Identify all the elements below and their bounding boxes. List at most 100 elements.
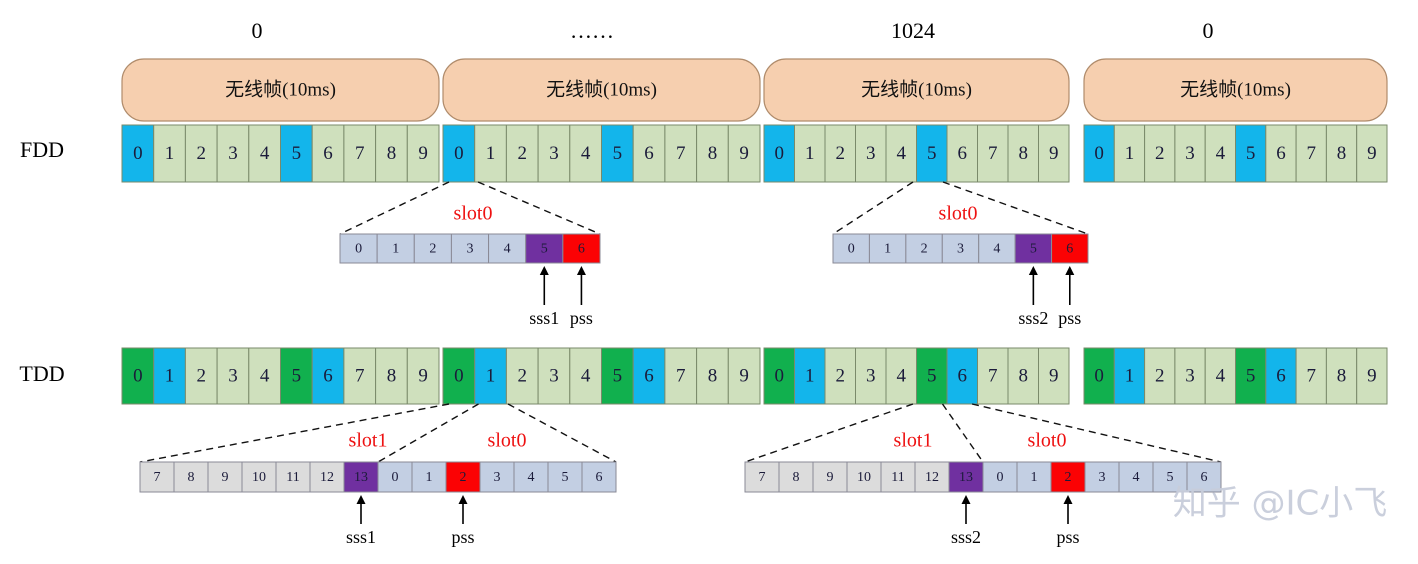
tdd-subframe-cell[interactable] <box>916 347 948 405</box>
fdd-detail-left-symbol-cell[interactable] <box>450 233 490 264</box>
tdd-detail-right-symbol-cell[interactable] <box>1118 461 1154 493</box>
tdd-detail-left-symbol-cell[interactable] <box>445 461 481 493</box>
tdd-detail-right-symbol-cell[interactable] <box>1186 461 1222 493</box>
tdd-subframe-cell[interactable] <box>763 347 795 405</box>
fdd-subframe-cell[interactable] <box>311 124 345 183</box>
fdd-detail-right-symbol-cell[interactable] <box>868 233 907 264</box>
fdd-subframe-cell[interactable] <box>855 124 887 183</box>
tdd-detail-left-symbol-cell[interactable] <box>343 461 379 493</box>
tdd-detail-right-symbol-cell[interactable] <box>982 461 1018 493</box>
tdd-detail-left-symbol-cell[interactable] <box>581 461 617 493</box>
fdd-detail-left-symbol-cell[interactable] <box>413 233 452 264</box>
tdd-subframe-cell[interactable] <box>977 347 1009 405</box>
fdd-detail-left-symbol-cell[interactable] <box>562 233 601 264</box>
fdd-detail-left-symbol-cell[interactable] <box>339 233 378 264</box>
tdd-subframe-cell[interactable] <box>946 347 978 405</box>
tdd-detail-right-symbol-cell[interactable] <box>1084 461 1120 493</box>
fdd-subframe-cell[interactable] <box>763 124 795 183</box>
tdd-subframe-cell[interactable] <box>216 347 250 405</box>
fdd-subframe-cell[interactable] <box>1083 124 1115 183</box>
fdd-subframe-cell[interactable] <box>664 124 698 183</box>
fdd-subframe-cell[interactable] <box>406 124 440 183</box>
fdd-detail-right-symbol-number: 3 <box>957 242 964 257</box>
fdd-subframe-cell[interactable] <box>216 124 250 183</box>
fdd-subframe-cell[interactable] <box>184 124 218 183</box>
tdd-subframe-cell[interactable] <box>121 347 155 405</box>
tdd-subframe-cell[interactable] <box>1356 347 1388 405</box>
fdd-subframe-cell[interactable] <box>505 124 539 183</box>
fdd-subframe-cell[interactable] <box>569 124 602 183</box>
tdd-subframe-cell[interactable] <box>474 347 507 405</box>
tdd-subframe-cell[interactable] <box>1204 347 1236 405</box>
tdd-subframe-cell[interactable] <box>855 347 887 405</box>
fdd-subframe-cell[interactable] <box>1235 124 1267 183</box>
tdd-detail-left-symbol-cell[interactable] <box>411 461 447 493</box>
tdd-detail-right-symbol-cell[interactable] <box>948 461 984 493</box>
tdd-subframe-cell[interactable] <box>1325 347 1358 405</box>
fdd-detail-right-pss-label: pss <box>1058 308 1081 328</box>
fdd-subframe-cell[interactable] <box>916 124 948 183</box>
tdd-subframe-cell[interactable] <box>1144 347 1176 405</box>
tdd-detail-right-symbol-cell[interactable] <box>914 461 950 493</box>
fdd-subframe-number: 9 <box>418 143 428 164</box>
tdd-subframe-cell[interactable] <box>727 347 761 405</box>
tdd-subframe-cell[interactable] <box>1235 347 1267 405</box>
tdd-subframe-cell[interactable] <box>632 347 666 405</box>
tdd-detail-left-symbol-cell[interactable] <box>513 461 549 493</box>
fdd-subframe-cell[interactable] <box>1144 124 1176 183</box>
tdd-subframe-cell[interactable] <box>153 347 186 405</box>
fdd-subframe-cell[interactable] <box>946 124 978 183</box>
tdd-detail-right-symbol-cell[interactable] <box>846 461 882 493</box>
fdd-subframe-cell[interactable] <box>537 124 571 183</box>
tdd-detail-left-symbol-cell[interactable] <box>275 461 311 493</box>
tdd-detail-left-symbol-cell[interactable] <box>241 461 277 493</box>
fdd-subframe-cell[interactable] <box>1204 124 1236 183</box>
pss-arrowhead <box>1065 266 1075 275</box>
tdd-subframe-cell[interactable] <box>569 347 602 405</box>
tdd-detail-right-symbol-cell[interactable] <box>778 461 814 493</box>
tdd-subframe-cell[interactable] <box>885 347 917 405</box>
fdd-detail-right-symbol-cell[interactable] <box>941 233 980 264</box>
tdd-subframe-cell[interactable] <box>406 347 440 405</box>
tdd-detail-right-slot1-label: slot1 <box>894 430 933 452</box>
tdd-detail-left-symbol-cell[interactable] <box>479 461 515 493</box>
tdd-subframe-cell[interactable] <box>1038 347 1070 405</box>
tdd-subframe-cell[interactable] <box>442 347 476 405</box>
tdd-detail-right-symbol-cell[interactable] <box>1152 461 1188 493</box>
tdd-subframe-cell[interactable] <box>343 347 377 405</box>
tdd-detail-left-symbol-cell[interactable] <box>309 461 345 493</box>
tdd-detail-right-symbol-cell[interactable] <box>744 461 780 493</box>
tdd-subframe-cell[interactable] <box>1113 347 1146 405</box>
tdd-subframe-cell[interactable] <box>537 347 571 405</box>
fdd-subframe-cell[interactable] <box>1356 124 1388 183</box>
fdd-subframe-cell[interactable] <box>1295 124 1327 183</box>
fdd-subframe-cell[interactable] <box>121 124 155 183</box>
fdd-subframe-cell[interactable] <box>280 124 313 183</box>
tdd-detail-right-symbol-cell[interactable] <box>812 461 848 493</box>
fdd-subframe-cell[interactable] <box>1038 124 1070 183</box>
fdd-subframe-cell[interactable] <box>1113 124 1146 183</box>
fdd-detail-right-symbol-cell[interactable] <box>978 233 1016 264</box>
fdd-subframe-cell[interactable] <box>248 124 282 183</box>
tdd-subframe-cell[interactable] <box>1265 347 1297 405</box>
fdd-subframe-cell[interactable] <box>727 124 761 183</box>
fdd-subframe-cell[interactable] <box>442 124 476 183</box>
fdd-subframe-cell[interactable] <box>632 124 666 183</box>
fdd-detail-left-symbol-cell[interactable] <box>376 233 415 264</box>
tdd-detail-right-symbol-cell[interactable] <box>880 461 916 493</box>
tdd-subframe-cell[interactable] <box>664 347 698 405</box>
tdd-subframe-cell[interactable] <box>280 347 313 405</box>
tdd-detail-left-symbol-cell[interactable] <box>547 461 583 493</box>
tdd-subframe-cell[interactable] <box>1007 347 1039 405</box>
tdd-subframe-cell[interactable] <box>696 347 729 405</box>
tdd-subframe-cell[interactable] <box>1295 347 1327 405</box>
tdd-subframe-cell[interactable] <box>248 347 282 405</box>
fdd-subframe-cell[interactable] <box>375 124 408 183</box>
fdd-detail-right-symbol-cell[interactable] <box>1051 233 1089 264</box>
fdd-subframe-cell[interactable] <box>794 124 826 183</box>
tdd-detail-left-symbol-cell[interactable] <box>139 461 175 493</box>
fdd-subframe-cell[interactable] <box>1265 124 1297 183</box>
fdd-subframe-cell[interactable] <box>1007 124 1039 183</box>
fdd-subframe-cell[interactable] <box>153 124 186 183</box>
fdd-subframe-cell[interactable] <box>601 124 634 183</box>
